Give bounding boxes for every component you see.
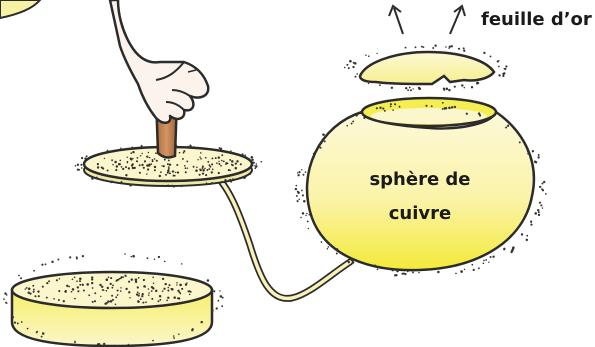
gold-leaf-label: feuille d’or — [481, 9, 592, 30]
arrow-up-right-icon — [450, 6, 465, 34]
arrow-up-left-icon — [389, 6, 403, 34]
copper-sphere: sphère de cuivre — [295, 98, 547, 277]
sphere-label-line1: sphère de — [369, 169, 470, 190]
hand — [110, 0, 208, 123]
partial-disc-top-left — [0, 0, 40, 18]
gold-leaf — [344, 45, 508, 92]
resin-cake — [3, 253, 224, 347]
sphere-label-line2: cuivre — [389, 203, 451, 224]
